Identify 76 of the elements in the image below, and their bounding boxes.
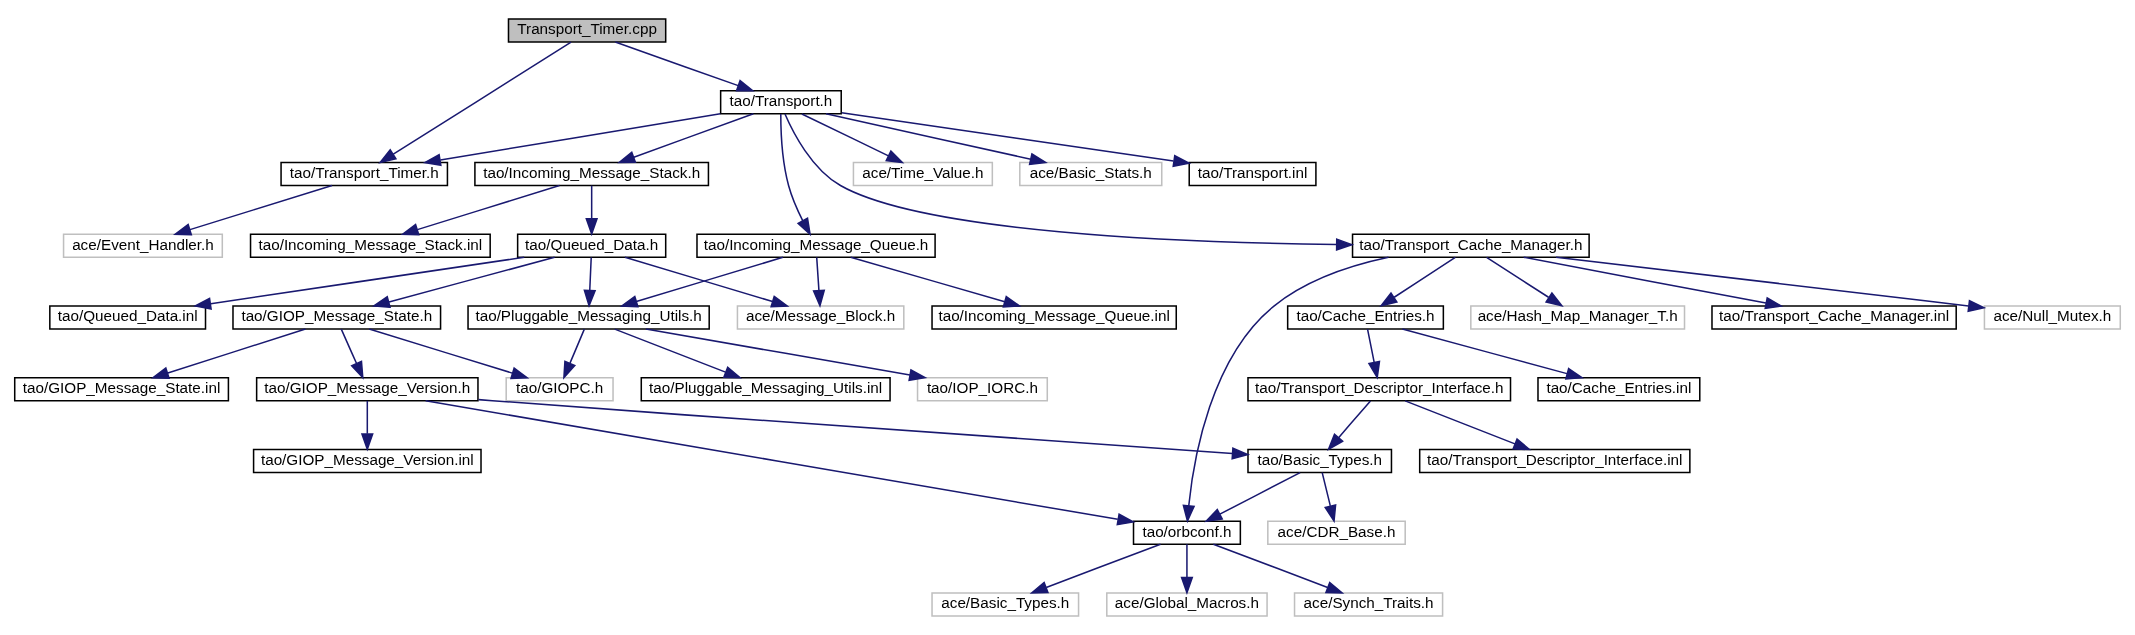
node-box: tao/Queued_Data.h [516, 233, 667, 258]
node-box: ace/Hash_Map_Manager_T.h [1470, 305, 1686, 330]
arrow [368, 328, 530, 380]
node-box: tao/Transport_Cache_Manager.inl [1711, 305, 1957, 330]
arrow [1321, 471, 1337, 524]
arrow [422, 113, 722, 167]
arrow [1522, 256, 1784, 310]
node-box: tao/Transport_Cache_Manager.h [1351, 233, 1590, 258]
arrow [1485, 256, 1564, 308]
arrow [1182, 256, 1390, 524]
arrow [1366, 328, 1381, 380]
arrow [1555, 256, 1987, 313]
arrow [1401, 328, 1585, 380]
node-box: ace/Synch_Traits.h [1293, 592, 1444, 617]
arrow [585, 184, 599, 237]
arrow [1204, 471, 1301, 523]
node-box: tao/Incoming_Message_Queue.inl [931, 305, 1177, 330]
node-box: tao/GIOP_Message_Version.h [255, 377, 479, 402]
node-box: tao/Cache_Entries.h [1286, 305, 1445, 330]
node-box: tao/Cache_Entries.inl [1537, 377, 1701, 402]
arrow [1029, 543, 1162, 594]
arrow [340, 328, 364, 380]
node-box: tao/Incoming_Message_Stack.h [474, 161, 710, 187]
arrow [1379, 256, 1457, 308]
arrow [784, 113, 1355, 251]
node-box: tao/GIOP_Message_State.inl [13, 377, 230, 402]
node-box: tao/Pluggable_Messaging_Utils.inl [640, 377, 891, 402]
arrow [825, 113, 1048, 166]
node-box: tao/Basic_Types.h [1247, 448, 1393, 474]
node-box: ace/Message_Block.h [736, 305, 905, 330]
arrow [424, 400, 1136, 526]
node-box: ace/Time_Value.h [852, 161, 994, 187]
node-box: tao/Transport_Descriptor_Interface.inl [1418, 448, 1691, 474]
arrow [378, 41, 572, 164]
arrow [1180, 543, 1194, 596]
arrow [614, 41, 755, 92]
arrow [400, 184, 561, 236]
node-box: tao/Transport_Timer.h [280, 161, 449, 187]
arrow [812, 256, 826, 309]
arrow [645, 328, 928, 382]
arrow [849, 256, 1022, 308]
node-box: ace/CDR_Base.h [1267, 520, 1406, 545]
node-box: tao/IOP_IORC.h [916, 377, 1049, 402]
node-box: tao/GIOP_Message_State.h [232, 305, 442, 330]
node-box: tao/orbconf.h [1132, 520, 1242, 545]
node-box: tao/GIOPC.h [505, 377, 614, 402]
node-box: tao/Incoming_Message_Queue.h [696, 233, 936, 258]
arrow [801, 113, 905, 164]
node-box: Transport_Timer.cpp [507, 18, 667, 43]
arrow [614, 328, 743, 379]
arrow [1327, 400, 1372, 451]
node-box: tao/Queued_Data.inl [49, 305, 207, 330]
arrow [1404, 400, 1532, 451]
arrow [172, 184, 333, 236]
arrow [192, 256, 525, 310]
arrow [840, 111, 1192, 168]
node-box: ace/Basic_Types.h [931, 592, 1080, 617]
arrow [371, 256, 556, 308]
arrow [150, 328, 307, 379]
node-box: tao/Pluggable_Messaging_Utils.h [467, 305, 710, 330]
arrow [563, 328, 586, 380]
arrow [583, 256, 597, 309]
arrow [617, 113, 755, 164]
node-box: ace/Null_Mutex.h [1983, 305, 2122, 330]
node-box: tao/GIOP_Message_Version.inl [252, 448, 482, 474]
node-box: ace/Event_Handler.h [62, 233, 224, 258]
node-box: ace/Global_Macros.h [1106, 592, 1268, 617]
node-box: ace/Basic_Stats.h [1019, 161, 1163, 187]
arrow [780, 113, 812, 237]
node-box: tao/Transport.inl [1188, 161, 1317, 187]
node-box: tao/Transport_Descriptor_Interface.h [1247, 377, 1512, 402]
node-box: tao/Incoming_Message_Stack.inl [249, 233, 491, 258]
arrow [477, 398, 1251, 460]
arrow [360, 400, 374, 452]
node-box: tao/Transport.h [719, 90, 842, 115]
arrow [1212, 543, 1345, 594]
